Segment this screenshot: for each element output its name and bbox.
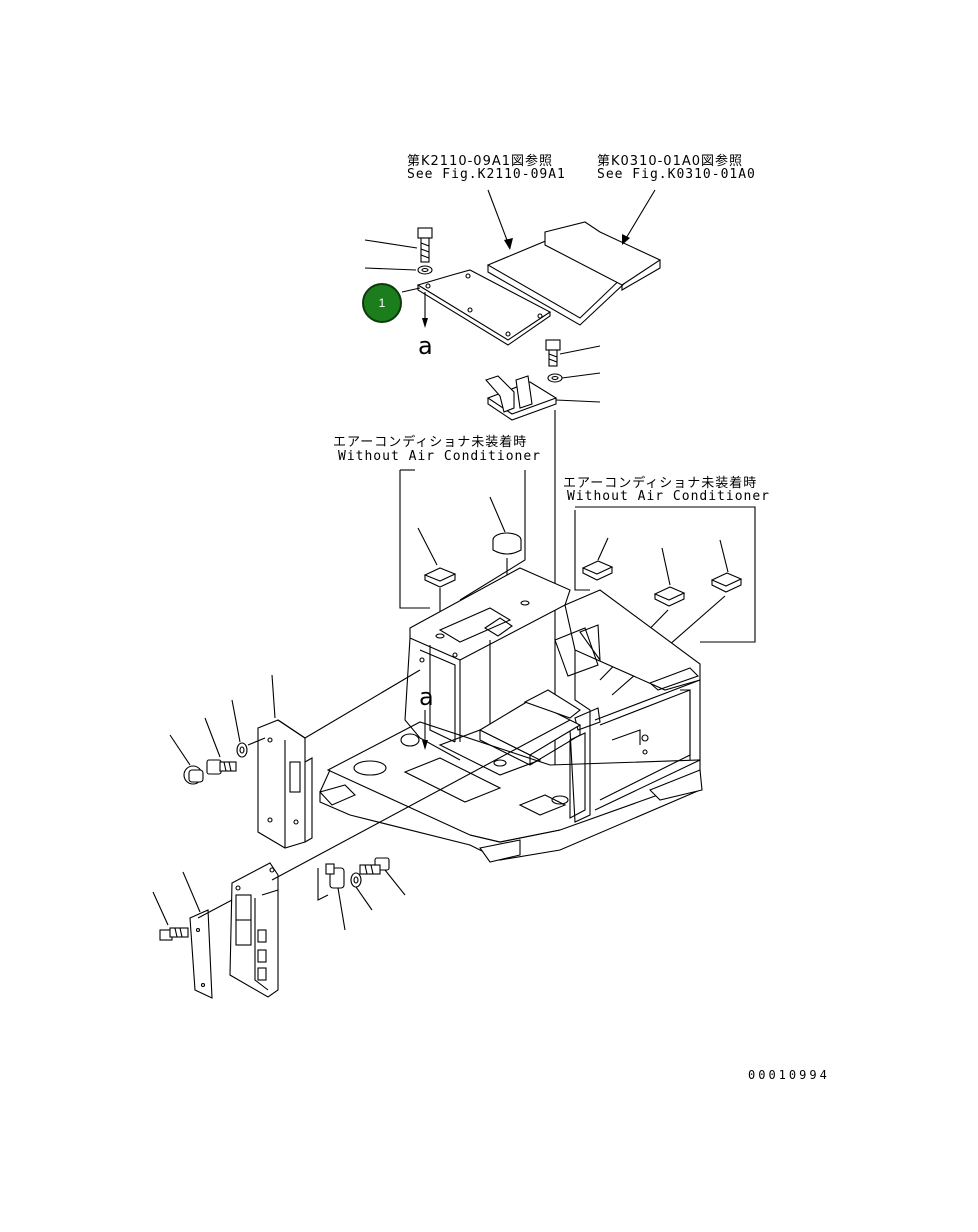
bolt-side-upper (206, 759, 237, 775)
note-center-en: Without Air Conditioner (338, 449, 542, 464)
grommet-square-right-2 (653, 586, 686, 607)
washer-lower (350, 872, 362, 888)
side-panel-lower (229, 862, 279, 998)
ref-right-en: See Fig.K0310-01A0 (597, 167, 756, 182)
drawing-number: 00010994 (748, 1068, 830, 1082)
washer-side-upper (236, 742, 248, 758)
side-panel-upper (257, 719, 306, 849)
marker-a-top: a (418, 332, 433, 360)
callout-badge-1[interactable]: 1 (362, 283, 402, 323)
cover-plate-small (189, 909, 213, 999)
bolt-top-left (417, 227, 433, 263)
grommet-square-left (423, 567, 457, 588)
knob-cap (183, 765, 204, 785)
grommet-square-right-1 (581, 560, 614, 581)
marker-a-mid: a (419, 683, 434, 711)
rubber-cap (492, 532, 522, 555)
floor-frame (318, 567, 703, 863)
bolt-center (545, 339, 561, 367)
bolt-side-lower (159, 927, 189, 941)
floor-mat-right (544, 221, 662, 291)
clip-fastener (325, 863, 345, 889)
ref-right-jp: 第K0310-01A0図参照 (597, 154, 744, 169)
ref-left-jp: 第K2110-09A1図参照 (407, 154, 554, 169)
ref-left-en: See Fig.K2110-09A1 (407, 167, 566, 182)
pedal-bracket (485, 375, 558, 421)
washer-center (547, 373, 563, 383)
washer-top-left (417, 265, 433, 275)
note-center-jp: エアーコンディショナ未装着時 (333, 435, 528, 450)
bolt-lower (359, 857, 390, 875)
note-right-jp: エアーコンディショナ未装着時 (563, 476, 758, 491)
note-right-en: Without Air Conditioner (567, 489, 771, 504)
grommet-square-right-3 (710, 572, 743, 593)
